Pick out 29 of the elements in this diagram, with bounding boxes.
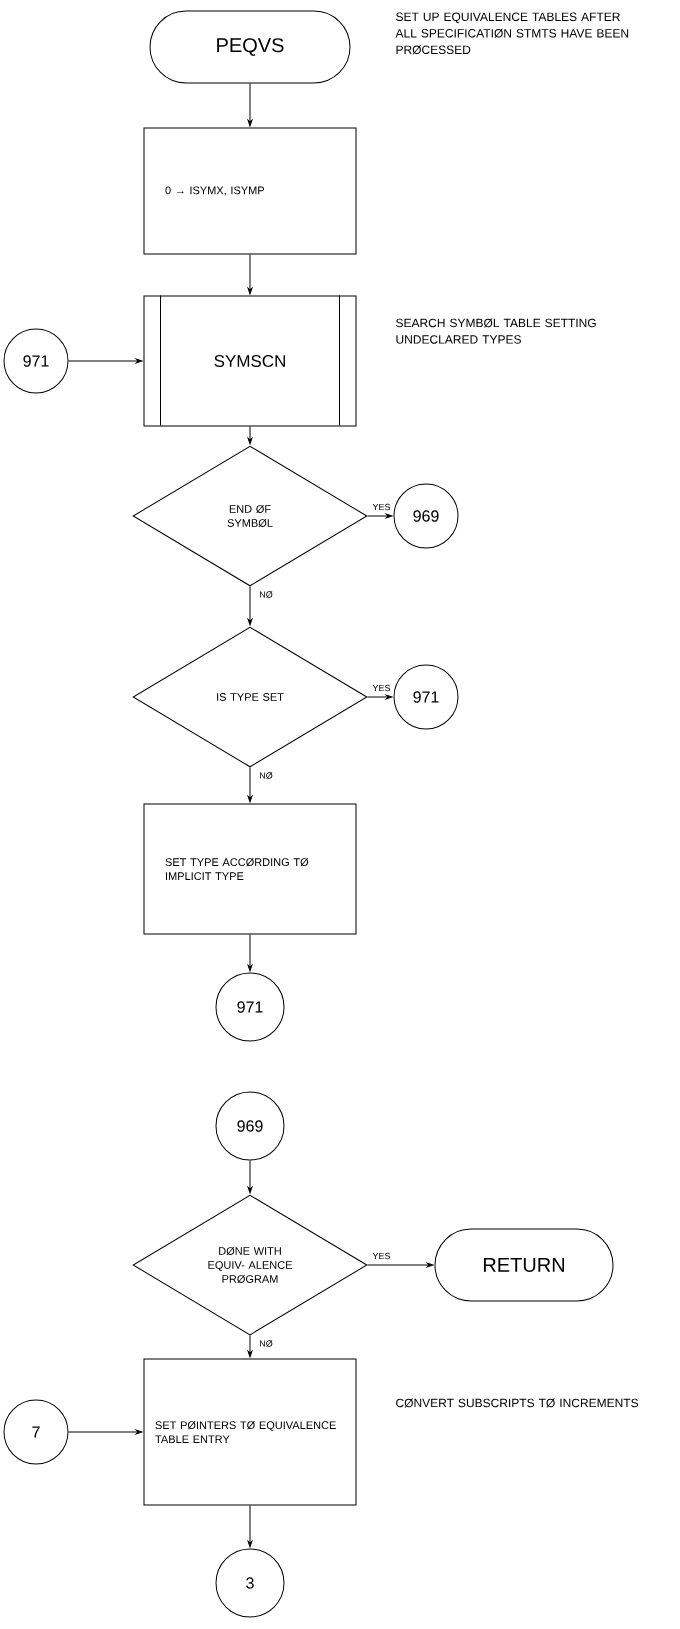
edge-label: YES <box>371 1251 392 1261</box>
process-box: 0 → ISYMX, ISYMP <box>143 127 357 255</box>
note-text: SEARCH SYMBØL TABLE SETTING UNDECLARED TYPES <box>396 318 596 344</box>
note-text: CØNVERT SUBSCRIPTS TØ INCREMENTS <box>396 1398 639 1408</box>
edge-label: YES <box>371 683 392 693</box>
edge-label: NØ <box>258 1339 274 1348</box>
note-text: SET UP EQUIVALENCE TABLES AFTER ALL SPECIFICATIØN STMTS HAVE BEEN PRØCESSED <box>395 12 629 55</box>
process-box: SET TYPE ACCØRDING TØ IMPLICIT TYPE <box>143 803 357 935</box>
arrow <box>247 254 253 295</box>
edge-label: NØ <box>258 771 274 780</box>
terminal-box: PEQVS <box>149 10 351 84</box>
arrow <box>247 1335 253 1358</box>
arrow <box>247 934 253 972</box>
arrow <box>68 1429 143 1435</box>
arrow <box>68 358 143 364</box>
edge-label: NØ <box>258 590 274 599</box>
subroutine-box: SYMSCN <box>143 295 357 427</box>
arrow <box>247 1160 253 1194</box>
process-box: SET PØINTERS TØ EQUIVALENCE TABLE ENTRY <box>143 1358 357 1506</box>
arrow <box>247 1505 253 1548</box>
arrow <box>367 694 393 700</box>
arrow <box>367 513 393 519</box>
arrow <box>247 767 253 803</box>
terminal-box: RETURN <box>434 1228 614 1302</box>
edge-label: YES <box>371 502 392 512</box>
arrow <box>247 426 253 445</box>
arrow <box>247 586 253 626</box>
arrow <box>247 83 253 127</box>
arrow <box>367 1262 434 1268</box>
